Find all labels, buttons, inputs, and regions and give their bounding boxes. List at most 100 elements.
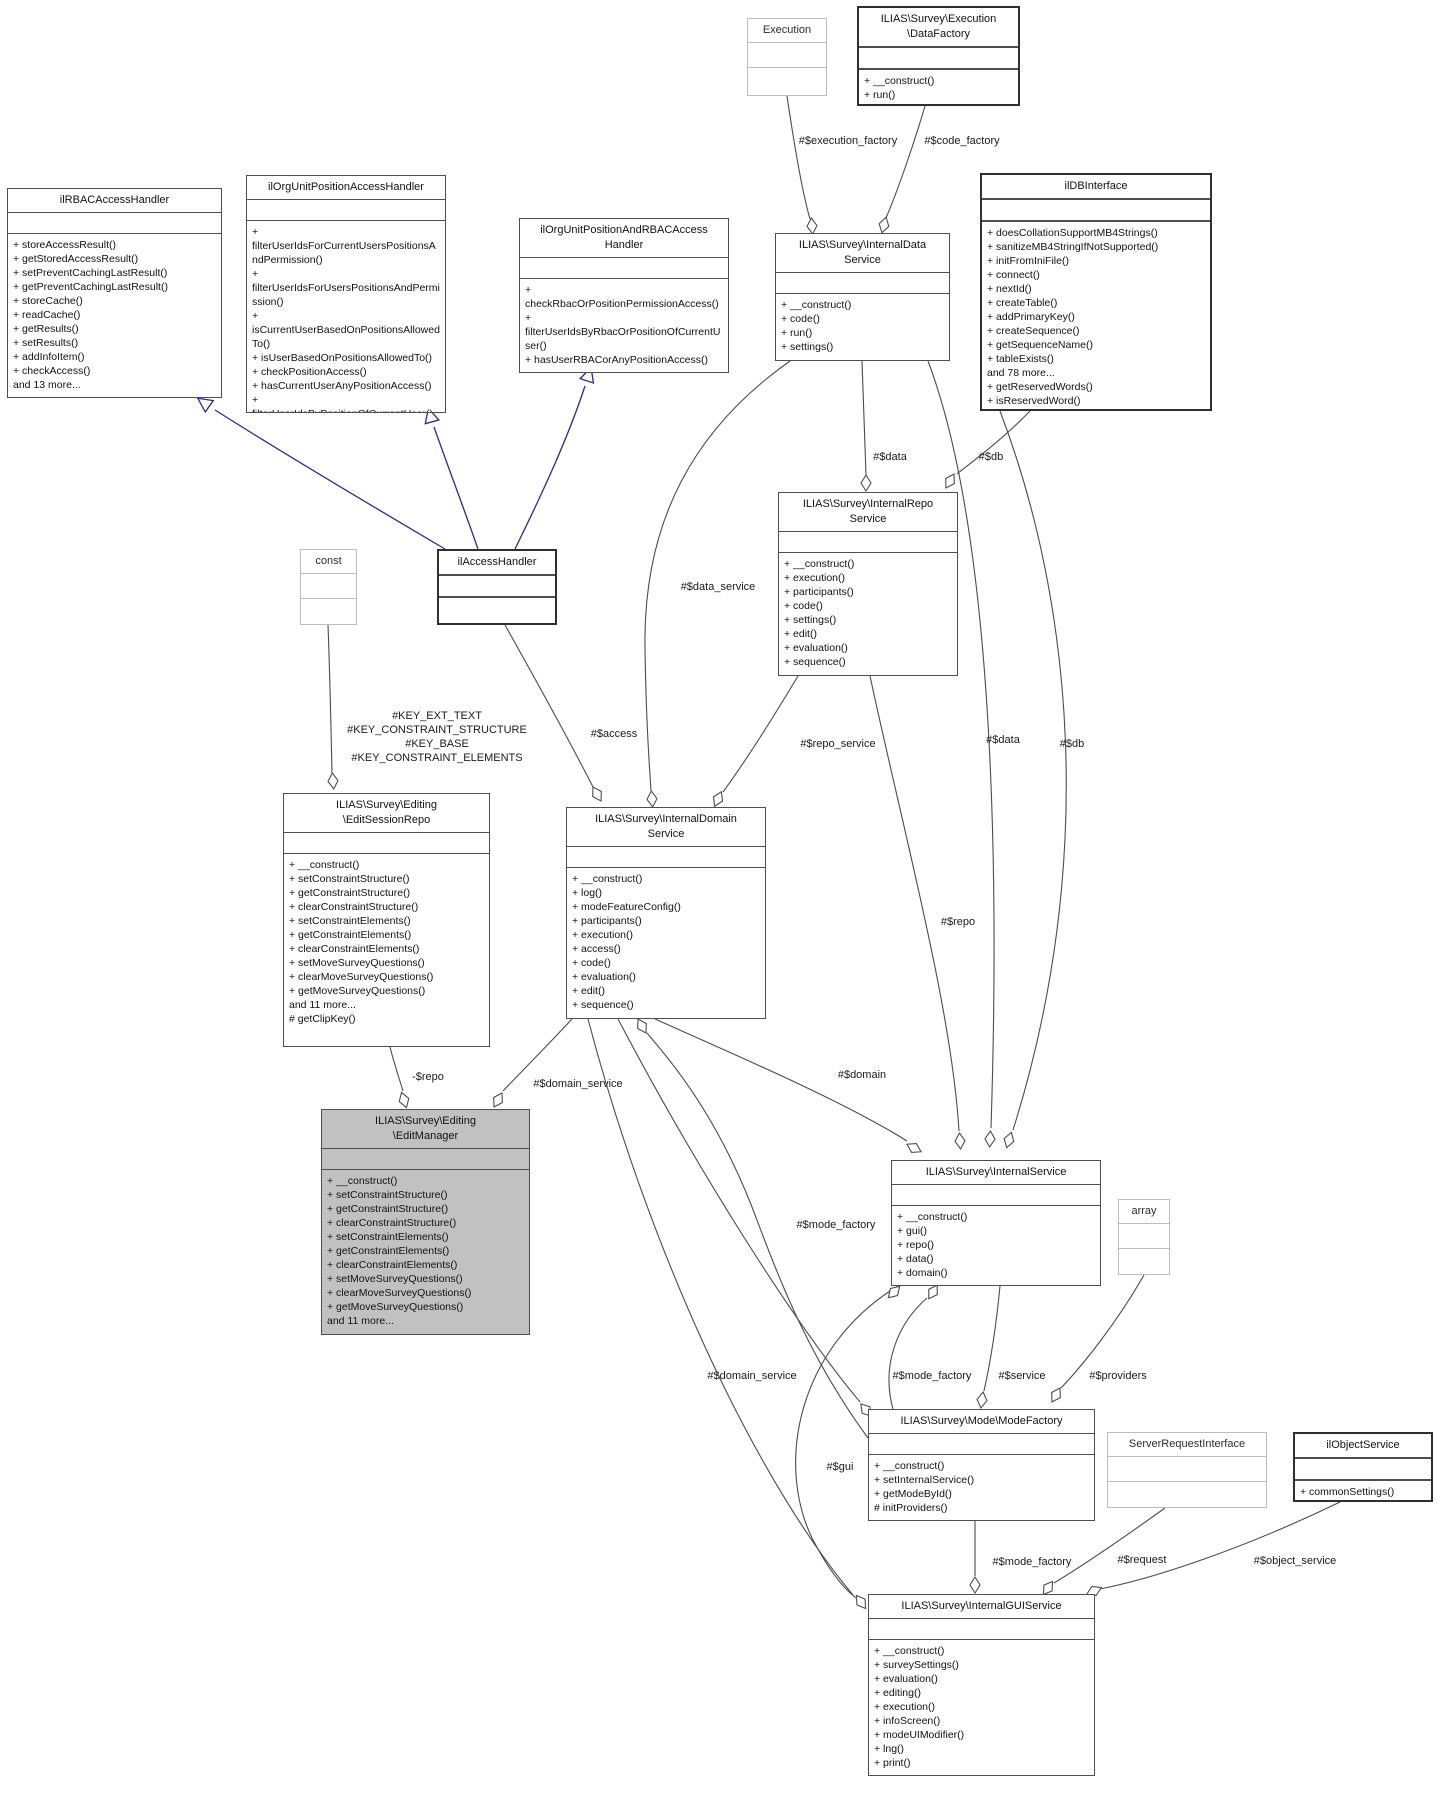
edge-label: #$domain_service	[533, 1078, 622, 1090]
aggregation-diamond-icon	[855, 1594, 867, 1610]
class-title-line: ILIAS\Survey\InternalService	[925, 1166, 1067, 1178]
edge-inherit-rbac	[214, 409, 446, 550]
method-item: + surveySettings()	[874, 1659, 959, 1671]
class-title-line: ILIAS\Survey\Execution	[880, 13, 997, 25]
edge-label-line: #KEY_EXT_TEXT	[392, 710, 482, 722]
method-item: + setMoveSurveyQuestions()	[327, 1273, 463, 1285]
method-item: + settings()	[784, 614, 837, 626]
aggregation-diamond-icon	[712, 790, 724, 808]
method-item: + getConstraintStructure()	[289, 887, 411, 899]
class-title-line: ILIAS\Survey\Editing	[336, 799, 437, 811]
class-title: ilRBACAccessHandler	[8, 189, 221, 212]
class-methods	[301, 598, 356, 624]
edge-label: #$execution_factory	[799, 135, 898, 147]
aggregation-diamond-icon	[1003, 1131, 1015, 1149]
class-attributes	[776, 272, 949, 293]
edge-label: #$mode_factory	[993, 1556, 1072, 1568]
class-methods: + doesCollationSupportMB4Strings() + sani…	[982, 220, 1210, 409]
method-item: + isUserBasedOnPositionsAllowedTo()	[252, 352, 433, 364]
edge-request	[1053, 1507, 1166, 1584]
class-title-line: ilObjectService	[1326, 1439, 1400, 1451]
method-item: + domain()	[897, 1267, 948, 1279]
class-title-line: \DataFactory	[907, 28, 970, 40]
class-title-line: Execution	[762, 24, 812, 36]
edge-repo-to-edit-manager	[389, 1046, 404, 1092]
method-item: + filterUserIdsByPositionOfCurrentUser()	[252, 394, 433, 412]
aggregation-diamond-icon	[327, 771, 339, 791]
aggregation-diamond-icon	[646, 789, 658, 809]
method-item: + lng()	[874, 1743, 905, 1755]
class-attributes	[439, 574, 555, 596]
class-methods	[439, 596, 555, 623]
method-item: + clearMoveSurveyQuestions()	[327, 1287, 472, 1299]
class-attributes	[869, 1433, 1094, 1454]
method-item: + getConstraintStructure()	[327, 1203, 449, 1215]
class-server-request-interface: ServerRequestInterface	[1107, 1432, 1267, 1508]
class-methods: + __construct()+ gui()+ repo()+ data()+ …	[892, 1205, 1100, 1285]
class-title-line: \EditSessionRepo	[342, 814, 431, 826]
class-survey-mode-factory: ILIAS\Survey\Mode\ModeFactory + __constr…	[868, 1409, 1095, 1521]
method-item: + readCache()	[13, 309, 81, 321]
edge-db-to-repo	[956, 410, 1031, 475]
method-item: + edit()	[784, 628, 817, 640]
aggregation-diamond-icon	[954, 1131, 966, 1151]
method-item: + code()	[572, 957, 611, 969]
class-title: ILIAS\Survey\Editing\EditManager	[322, 1110, 529, 1148]
class-attributes	[567, 846, 765, 867]
class-const: const	[300, 549, 357, 625]
method-item: + clearConstraintElements()	[289, 943, 420, 955]
edge-label: #$request	[1118, 1554, 1167, 1566]
edge-domain	[654, 1018, 908, 1142]
edge-repo-to-internal-service	[869, 675, 960, 1132]
method-item: + sanitizeMB4StringIfNotSupported()	[987, 241, 1159, 253]
method-item: + setResults()	[13, 337, 79, 349]
method-item: + createTable()	[987, 297, 1058, 309]
class-survey-editing-edit-manager: ILIAS\Survey\Editing\EditManager + __con…	[321, 1109, 530, 1335]
aggregation-diamond-icon	[860, 473, 872, 493]
class-title-line: ILIAS\Survey\InternalDomain	[595, 813, 737, 825]
class-title-line: ILIAS\Survey\Mode\ModeFactory	[900, 1415, 1063, 1427]
class-title-line: Service	[849, 513, 887, 525]
edge-label: #$domain_service	[707, 1370, 796, 1382]
class-methods: + __construct()+ code()+ run()+ settings…	[776, 293, 949, 360]
edge-service	[983, 1285, 1001, 1392]
edge-domain-to-gui-service	[587, 1018, 854, 1596]
class-title-line: Service	[647, 828, 685, 840]
edge-access	[504, 624, 594, 788]
aggregation-diamond-icon	[637, 1018, 647, 1034]
method-item: + doesCollationSupportMB4Strings()	[987, 227, 1158, 239]
method-item: + clearConstraintStructure()	[289, 901, 419, 913]
method-item: + log()	[572, 887, 603, 899]
method-item: + execution()	[784, 572, 845, 584]
class-title: ServerRequestInterface	[1108, 1433, 1266, 1456]
method-item: + checkRbacOrPositionPermissionAccess()	[525, 284, 719, 310]
method-item: + filterUserIdsForUsersPositionsAndPermi…	[252, 268, 440, 308]
class-survey-editing-edit-session-repo: ILIAS\Survey\Editing\EditSessionRepo + _…	[283, 793, 490, 1047]
edge-label: #$mode_factory	[797, 1219, 876, 1231]
method-item: + repo()	[897, 1239, 935, 1251]
aggregation-diamond-icon	[878, 216, 890, 234]
aggregation-diamond-icon	[1051, 1387, 1061, 1403]
class-attributes	[779, 531, 957, 552]
aggregation-diamond-icon	[984, 1129, 996, 1149]
method-item: + edit()	[572, 985, 605, 997]
class-title-line: ServerRequestInterface	[1128, 1438, 1246, 1450]
class-attributes	[1119, 1223, 1169, 1248]
edge-label: #$providers	[1089, 1370, 1147, 1382]
edge-label-line: #KEY_CONSTRAINT_STRUCTURE	[347, 724, 527, 736]
edge-session-keys	[327, 624, 333, 774]
method-item: and 11 more...	[327, 1315, 394, 1327]
aggregation-diamond-icon	[398, 1091, 410, 1109]
class-methods: + storeAccessResult()+ getStoredAccessRe…	[8, 233, 221, 397]
method-item: + participants()	[572, 915, 642, 927]
class-methods: + commonSettings()	[1295, 1479, 1431, 1500]
class-title: ILIAS\Survey\Editing \EditSessionRepo	[284, 794, 489, 832]
edge-label: #$object_service	[1254, 1555, 1337, 1567]
class-title: const	[301, 550, 356, 573]
class-title: Execution	[748, 19, 826, 42]
class-il-object-service: ilObjectService + commonSettings()	[1293, 1432, 1433, 1502]
